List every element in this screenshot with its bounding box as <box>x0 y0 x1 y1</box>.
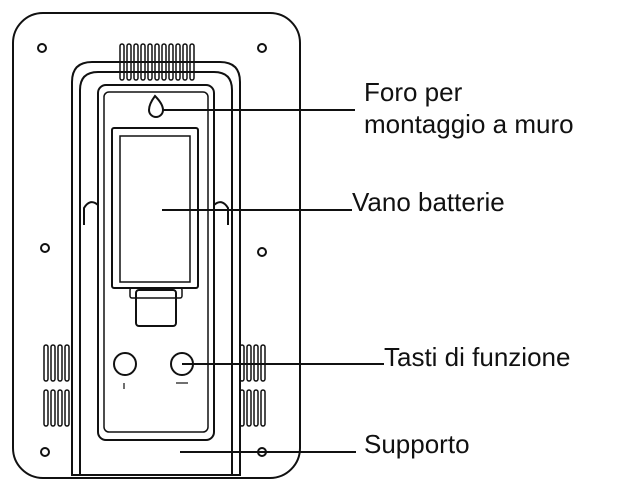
label-function-keys: Tasti di funzione <box>384 342 571 372</box>
stand-hinge-left <box>83 201 99 225</box>
rear-panel <box>97 84 215 441</box>
wall-mount-hole-icon <box>147 94 165 118</box>
screw-icon <box>257 43 267 53</box>
label-battery-compartment: Vano batterie <box>352 187 505 217</box>
stand-frame <box>71 61 241 476</box>
stand-hinge-right <box>213 201 229 225</box>
battery-door-latch <box>135 289 177 327</box>
battery-compartment-outer <box>111 127 199 289</box>
screw-icon <box>40 447 50 457</box>
screw-icon <box>257 247 267 257</box>
battery-door-latch-top <box>129 287 183 299</box>
stand-inner-edge <box>79 71 233 475</box>
left-vent-grille <box>43 344 70 427</box>
function-key-1 <box>113 352 137 376</box>
right-vent-grille <box>239 344 266 427</box>
screw-icon <box>40 243 50 253</box>
rear-panel-inner <box>103 91 209 433</box>
device-housing <box>12 12 301 479</box>
label-wall-mount-hole: Foro per montaggio a muro <box>364 76 574 140</box>
housing-screws <box>37 43 267 457</box>
screw-icon <box>37 43 47 53</box>
label-stand: Supporto <box>364 429 470 459</box>
label-wall-mount-hole-line-1: Foro per <box>364 77 463 107</box>
label-wall-mount-hole-line-2: montaggio a muro <box>364 109 574 139</box>
